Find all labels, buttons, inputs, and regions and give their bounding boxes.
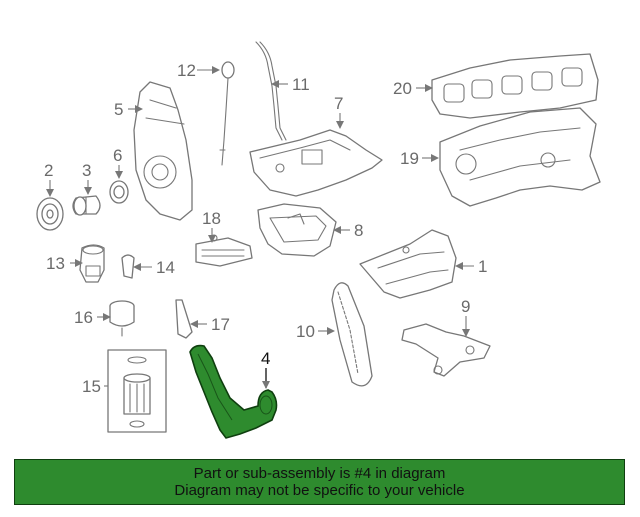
part-19-intake-manifold[interactable]	[439, 107, 601, 207]
banner-line-1: Part or sub-assembly is #4 in diagram	[193, 465, 446, 482]
callout-4-highlighted: 4	[261, 349, 270, 368]
callout-15: 15	[82, 377, 101, 396]
callout-3: 3	[82, 161, 91, 180]
callout-8: 8	[354, 221, 363, 240]
callout-16: 16	[74, 308, 93, 327]
part-10-timing-chain[interactable]	[331, 282, 373, 387]
callout-18: 18	[202, 209, 221, 228]
callout-13: 13	[46, 254, 65, 273]
callout-10: 10	[296, 322, 315, 341]
callout-7: 7	[334, 94, 343, 113]
callout-5: 5	[114, 100, 123, 119]
callout-14: 14	[156, 258, 175, 277]
part-17-bracket[interactable]	[175, 299, 193, 339]
callout-11: 11	[292, 75, 310, 94]
part-18-module[interactable]	[195, 234, 253, 267]
callout-17: 17	[211, 315, 230, 334]
part-4-chain-guide-highlighted[interactable]	[189, 344, 278, 439]
part-13-tensioner[interactable]	[79, 244, 105, 283]
callout-20: 20	[393, 79, 412, 98]
part-7-upper-oil-pan[interactable]	[249, 129, 383, 197]
callout-12: 12	[177, 61, 196, 80]
info-banner: Part or sub-assembly is #4 in diagram Di…	[14, 459, 625, 505]
part-11-dipstick-tube[interactable]	[255, 41, 287, 141]
part-1-oil-pan[interactable]	[359, 229, 457, 299]
part-16-filter-cap[interactable]	[109, 300, 135, 337]
callout-2: 2	[44, 161, 53, 180]
part-9-bracket[interactable]	[401, 323, 491, 377]
part-12-dipstick[interactable]	[219, 61, 235, 166]
part-3-bushing[interactable]	[72, 195, 101, 216]
callout-6: 6	[113, 146, 122, 165]
part-2-pulley[interactable]	[36, 197, 64, 231]
part-5-timing-cover[interactable]	[133, 81, 193, 221]
leader-lines	[46, 66, 474, 389]
part-14-gasket[interactable]	[121, 254, 135, 279]
part-15-oil-filter-kit[interactable]	[107, 349, 167, 433]
part-6-seal[interactable]	[109, 180, 129, 204]
part-20-gasket[interactable]	[431, 53, 599, 119]
callout-19: 19	[400, 149, 419, 168]
banner-line-2: Diagram may not be specific to your vehi…	[174, 482, 465, 499]
part-8-lower-oil-pan[interactable]	[257, 203, 337, 257]
callout-labels: 2 3 6 5 12 11 7 20 19 18 8 1 13 14 16 17…	[44, 61, 487, 396]
callout-9: 9	[461, 297, 470, 316]
callout-1: 1	[478, 257, 487, 276]
